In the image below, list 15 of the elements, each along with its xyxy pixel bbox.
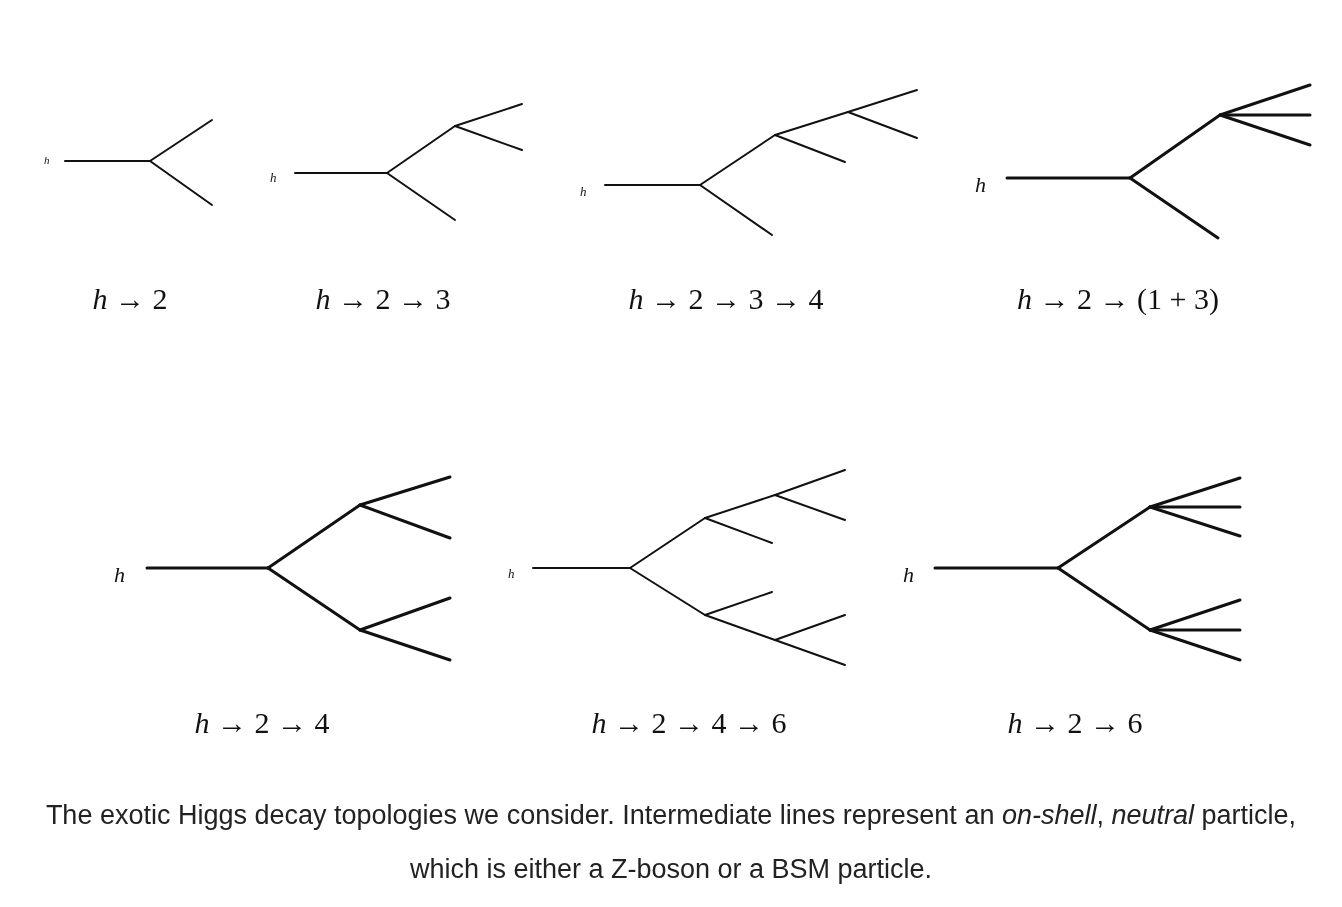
particle-symbol: h bbox=[580, 185, 587, 198]
topology-label: h → 2 → 4 bbox=[194, 708, 330, 738]
topology-label: h → 2 → 3 → 4 bbox=[628, 284, 824, 314]
particle-symbol: h bbox=[44, 155, 50, 166]
particle-symbol: h bbox=[975, 174, 986, 196]
particle-symbol: h bbox=[270, 171, 277, 184]
topology-label: h → 2 → 4 → 6 bbox=[591, 708, 787, 738]
particle-symbol: h bbox=[114, 564, 125, 586]
figure-caption: The exotic Higgs decay topologies we consider. Intermediate lines represent an on-shell, neutral particle, which is either a Z-boson or a BSM particle. bbox=[44, 799, 1298, 886]
topology-label: h → 2 → 3 bbox=[315, 284, 451, 314]
topology-label: h → 2 → 6 bbox=[1007, 708, 1143, 738]
particle-symbol: h bbox=[903, 564, 914, 586]
topology-label: h → 2 → (1 + 3) bbox=[1017, 284, 1219, 314]
particle-symbol: h bbox=[508, 567, 515, 580]
topology-label: h → 2 bbox=[92, 284, 168, 314]
